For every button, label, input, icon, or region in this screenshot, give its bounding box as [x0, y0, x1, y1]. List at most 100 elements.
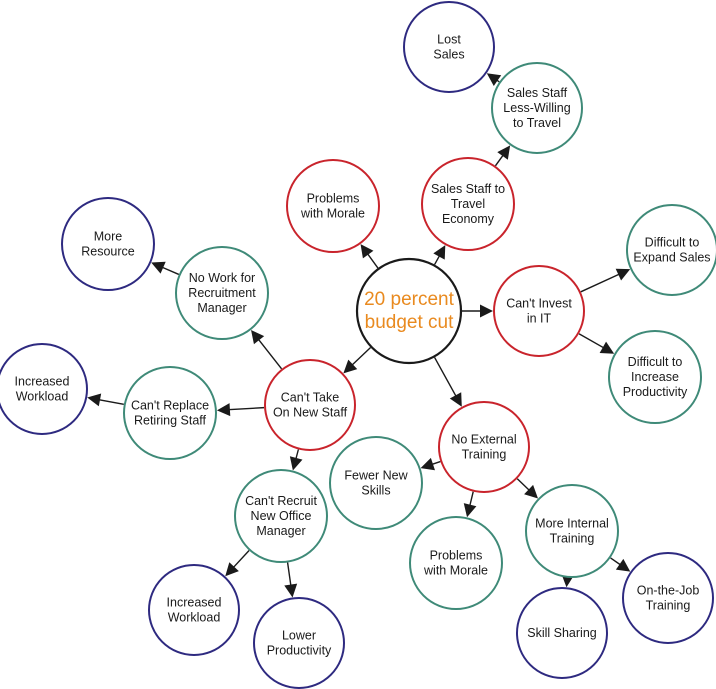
arrow-head: [599, 341, 615, 354]
arrow-cant-recruit-office-manager-to-lower-productivity: [284, 562, 298, 598]
arrow-head: [615, 558, 631, 572]
edges-layer: [87, 73, 631, 598]
arrow-no-work-recruitment-to-more-resource: [151, 261, 180, 276]
node-label-line: Increase: [631, 370, 679, 384]
node-label-line: Increased: [167, 596, 222, 610]
arrow-line: [227, 406, 265, 411]
node-circle: [409, 516, 503, 610]
arrow-head: [497, 145, 511, 160]
node-circle: [525, 484, 619, 578]
arrow-line: [366, 252, 379, 269]
node-label-line: Less-Willing: [503, 101, 570, 115]
arrow-sales-travel-economy-to-sales-less-willing: [494, 145, 511, 167]
arrow-head: [615, 268, 631, 281]
node-label-line: Training: [550, 532, 595, 546]
arrow-cant-recruit-office-manager-to-increased-workload-bottom: [225, 550, 250, 577]
arrow-head: [251, 329, 265, 345]
node-label-line: Workload: [168, 611, 221, 625]
node-circle: [626, 204, 716, 296]
arrow-budget-cut-to-cant-invest-it: [462, 304, 493, 318]
node-circle: [234, 469, 328, 563]
arrow-head: [420, 457, 435, 471]
node-label-line: Fewer New: [344, 469, 408, 483]
arrow-head: [343, 359, 358, 374]
arrow-head: [289, 456, 303, 471]
arrow-head: [463, 503, 477, 518]
node-label-line: Can't Take: [281, 391, 339, 405]
arrow-budget-cut-to-problems-morale-top: [360, 244, 379, 269]
node-label-line: Productivity: [623, 385, 688, 399]
arrow-budget-cut-to-cant-take-new-staff: [343, 346, 372, 374]
node-label-line: Skill Sharing: [527, 626, 597, 640]
node-circle: [622, 552, 714, 644]
arrow-cant-take-new-staff-to-cant-recruit-office-manager: [289, 449, 303, 471]
node-skill-sharing: Skill Sharing: [516, 587, 608, 679]
node-circle: [329, 436, 423, 530]
node-label-line: Recruitment: [188, 286, 256, 300]
arrow-line: [97, 398, 124, 406]
node-label-line: On-the-Job: [637, 584, 700, 598]
node-label-line: Difficult to: [645, 236, 700, 250]
arrow-cant-replace-retiring-to-increased-workload-left: [87, 393, 124, 407]
node-label-line: No External: [451, 433, 516, 447]
arrow-head: [284, 583, 298, 598]
node-label-line: Training: [646, 599, 691, 613]
node-label-line: with Morale: [423, 564, 488, 578]
node-circle: [355, 257, 463, 365]
arrow-line: [468, 491, 474, 507]
arrow-sales-less-willing-to-lost-sales: [486, 73, 502, 86]
node-label-line: Skills: [361, 484, 390, 498]
node-label-line: with Morale: [300, 207, 365, 221]
node-label-line: Lower: [282, 629, 316, 643]
node-label-line: Lost: [437, 33, 461, 47]
arrow-line: [232, 550, 250, 569]
arrow-head: [151, 261, 166, 274]
arrow-line: [161, 266, 180, 276]
node-label-line: Can't Recruit: [245, 494, 317, 508]
node-label-line: Can't Invest: [506, 297, 572, 311]
node-label-line: Travel: [451, 197, 485, 211]
node-circle: [286, 159, 380, 253]
arrow-head: [87, 393, 102, 407]
node-label-line: Training: [462, 448, 507, 462]
arrow-budget-cut-to-no-external-training: [433, 357, 462, 407]
arrow-line: [516, 478, 531, 492]
node-label-line: Expand Sales: [633, 251, 710, 265]
arrow-cant-take-new-staff-to-no-work-recruitment: [251, 329, 283, 370]
node-circle: [421, 157, 515, 251]
node-label-line: New Office: [251, 509, 312, 523]
arrow-line: [610, 557, 622, 566]
node-label-line: No Work for: [189, 271, 255, 285]
node-label-line: On New Staff: [273, 406, 348, 420]
arrow-cant-invest-it-to-difficult-expand-sales: [580, 268, 631, 293]
arrow-head: [216, 403, 231, 417]
arrow-line: [350, 346, 372, 367]
node-circle: [491, 62, 583, 154]
node-label-line: Difficult to: [628, 355, 683, 369]
node-label-line: Problems: [307, 192, 360, 206]
node-label-line: Can't Replace: [131, 399, 209, 413]
node-label-line: Workload: [16, 390, 69, 404]
node-circle: [264, 359, 356, 451]
arrow-cant-take-new-staff-to-cant-replace-retiring: [216, 403, 265, 417]
node-circle: [61, 197, 155, 291]
node-circle: [403, 1, 495, 93]
node-label-line: 20 percent: [364, 289, 455, 310]
arrow-head: [480, 304, 493, 318]
arrow-line: [494, 153, 505, 167]
